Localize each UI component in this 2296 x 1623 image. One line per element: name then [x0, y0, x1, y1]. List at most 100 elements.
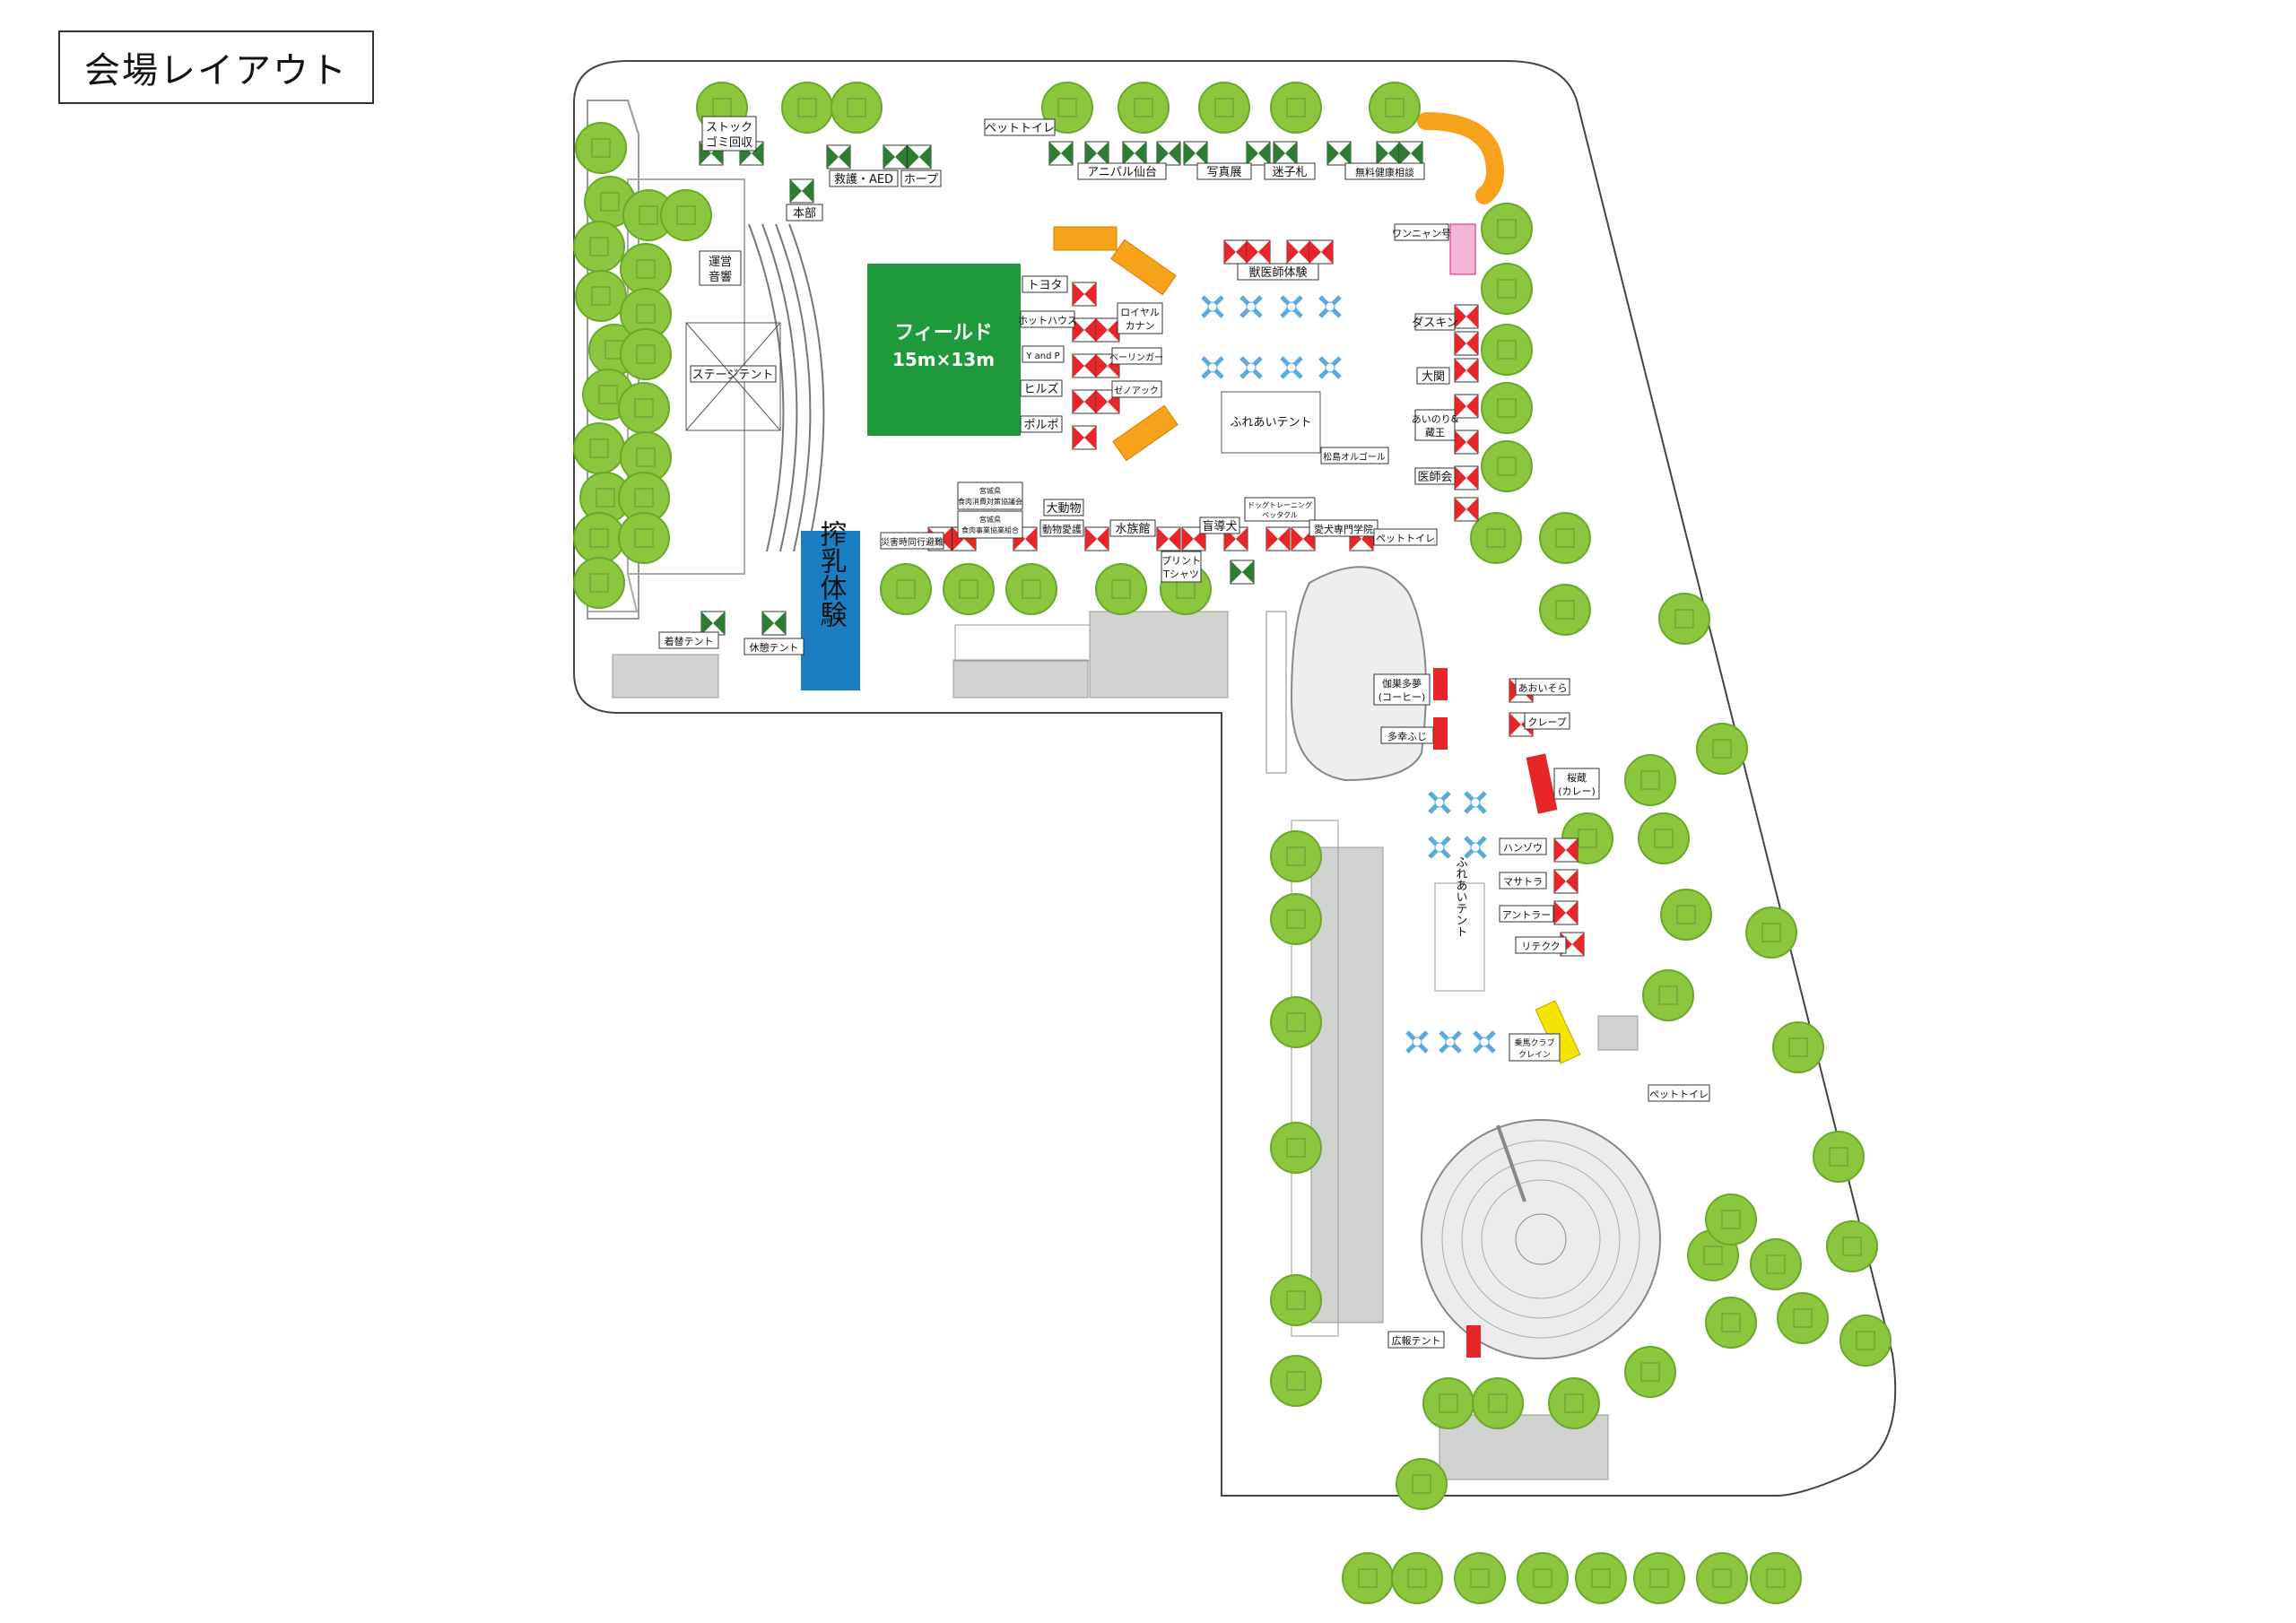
- tree: [1270, 893, 1322, 945]
- tree-planter: [1533, 1568, 1552, 1588]
- tree-planter: [634, 488, 654, 508]
- trees: [573, 82, 1892, 1604]
- label-tshirt: Tシャツ: [1162, 568, 1199, 580]
- tent: [1230, 560, 1255, 585]
- label-photo: 写真展: [1206, 166, 1241, 179]
- tree-planter: [1654, 829, 1674, 848]
- label-trash: ゴミ回収: [706, 135, 752, 150]
- tree: [1422, 1377, 1474, 1429]
- tent: [1156, 141, 1181, 166]
- table-set: [1464, 791, 1487, 814]
- label-pref-consumer-2: 食肉消費対策協議会: [958, 497, 1022, 506]
- label-dog-training-1: ドッグトレーニング: [1248, 500, 1312, 509]
- tent: [1095, 317, 1120, 343]
- label-hanzou: ハンゾウ: [1503, 842, 1543, 854]
- label-stock: ストック: [706, 121, 752, 135]
- tree: [1750, 1238, 1802, 1290]
- tent: [1072, 353, 1097, 378]
- tent: [1246, 239, 1271, 265]
- label-y-and-p: Y and P: [1025, 352, 1059, 361]
- tree: [1270, 1122, 1322, 1174]
- tree-planter: [1412, 1474, 1431, 1494]
- label-sakura-2: (カレー): [1558, 785, 1596, 797]
- label-operation: 運営: [709, 256, 732, 269]
- tent: [1553, 838, 1578, 863]
- table-set: [1239, 295, 1263, 318]
- tree-planter: [1564, 1393, 1584, 1413]
- table-set: [1201, 295, 1224, 318]
- gray-structures: [612, 611, 1639, 1480]
- tree: [1270, 82, 1322, 134]
- orange-vehicles: [1053, 112, 1504, 462]
- label-vet-experience: 獣医師体験: [1248, 266, 1307, 280]
- label-pref-business-2: 食肉事業協業組合: [961, 525, 1019, 534]
- tree-planter: [1788, 1037, 1808, 1057]
- label-canin: カナン: [1126, 320, 1155, 332]
- map-labels: ストック ゴミ回収 救護・AED ホープ 本部 運営 音響 ステージテント ペッ…: [658, 116, 1710, 1349]
- tree-planter: [589, 573, 609, 593]
- tree-planter: [959, 579, 978, 599]
- tent: [1048, 141, 1074, 166]
- tent: [761, 611, 787, 636]
- curry-truck: [1526, 753, 1558, 814]
- label-dog-training-2: ペッタクル: [1262, 511, 1298, 519]
- label-royal: ロイヤル: [1120, 307, 1160, 318]
- tent: [826, 144, 851, 169]
- tree: [1342, 1552, 1394, 1604]
- tree-planter: [847, 98, 866, 117]
- tree: [1270, 996, 1322, 1048]
- tent: [1072, 389, 1097, 414]
- stage-tent-box: [685, 322, 781, 431]
- table-set: [1280, 356, 1303, 379]
- label-litekuku: リテクク: [1521, 941, 1561, 952]
- tree-planter: [1555, 528, 1575, 548]
- tent: [1398, 141, 1423, 166]
- label-health: 無料健康相談: [1355, 166, 1414, 178]
- label-hills: ヒルズ: [1023, 382, 1058, 396]
- label-animal-love: 動物愛護: [1042, 523, 1082, 535]
- tree-planter: [1766, 1254, 1786, 1274]
- wannyan-vehicle: [1449, 223, 1476, 275]
- label-kashi-2: (コーヒー): [1378, 691, 1426, 703]
- tree: [1481, 263, 1533, 315]
- map-title: 会場レイアウト: [58, 30, 374, 104]
- food-stall: [1433, 668, 1448, 700]
- label-aimori-2: 藏王: [1425, 427, 1445, 438]
- table-set: [1439, 1030, 1462, 1054]
- tree: [1548, 1377, 1600, 1429]
- table-set: [1318, 295, 1342, 318]
- tree-planter: [600, 192, 620, 212]
- tree-planter: [1856, 1331, 1875, 1350]
- tree: [1638, 812, 1690, 864]
- tree-planter: [639, 205, 658, 225]
- tree-planter: [1712, 739, 1732, 759]
- tree: [1705, 1297, 1757, 1349]
- tree-planter: [896, 579, 916, 599]
- tree-planter: [1497, 340, 1517, 360]
- tree: [575, 270, 627, 322]
- label-beringer: ベーリンガー: [1109, 352, 1163, 363]
- tree: [1270, 1355, 1322, 1407]
- label-hope: ホープ: [904, 173, 938, 187]
- field: フィールド 15m×13m: [867, 264, 1021, 436]
- tree: [575, 122, 627, 174]
- label-pref-consumer-1: 宮城県: [979, 486, 1001, 495]
- label-aimori-1: あいのり&: [1412, 413, 1459, 425]
- tree-planter: [676, 205, 696, 225]
- tent: [1326, 141, 1352, 166]
- label-pref-business-1: 宮城県: [979, 515, 1001, 524]
- tree-planter: [1703, 1245, 1723, 1265]
- tent: [1223, 239, 1248, 265]
- tree: [1198, 82, 1250, 134]
- tent: [1084, 141, 1109, 166]
- tree-planter: [1640, 1362, 1660, 1382]
- tree-planter: [1842, 1237, 1862, 1256]
- tree: [831, 82, 883, 134]
- tree: [1481, 382, 1533, 434]
- tree: [1777, 1292, 1829, 1344]
- table-set: [1201, 356, 1224, 379]
- tent: [1156, 526, 1181, 551]
- table-set: [1280, 295, 1303, 318]
- tree-planter: [1286, 1138, 1306, 1158]
